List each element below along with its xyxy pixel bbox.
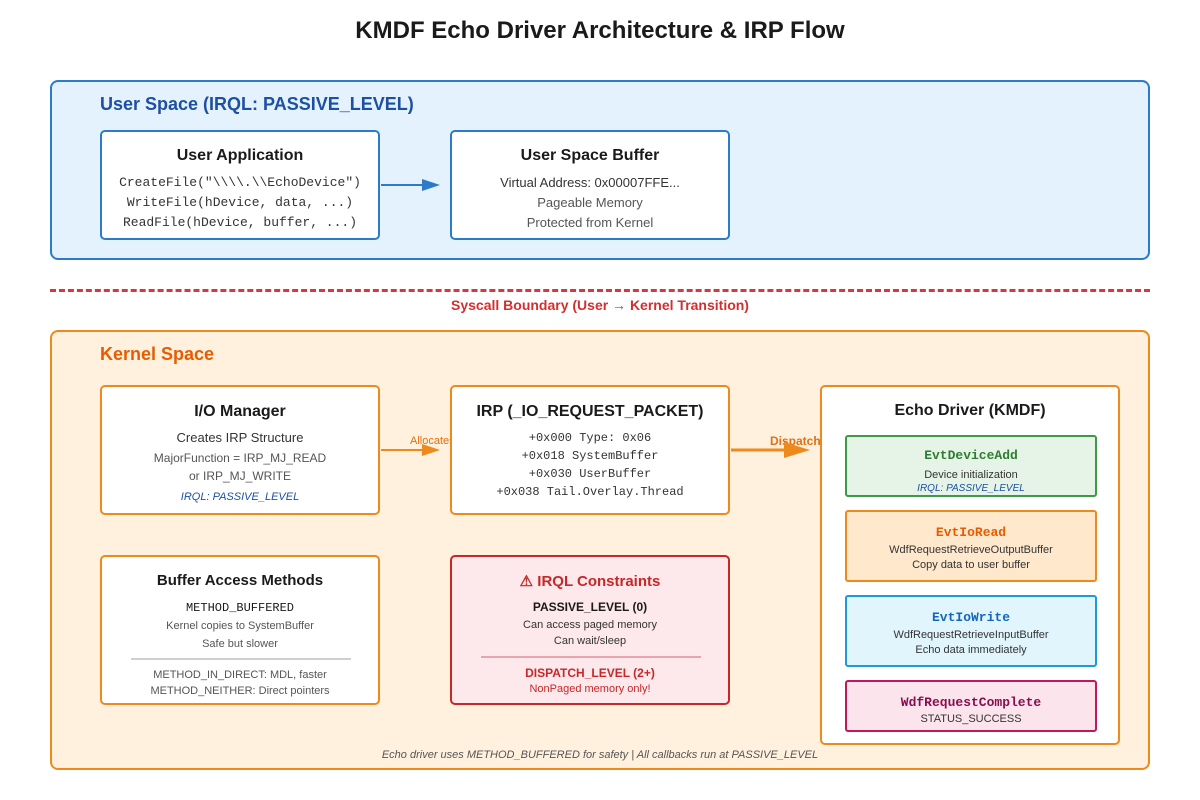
callback-evtioread-line2: Copy data to user buffer <box>912 559 1030 571</box>
allocates-arrow <box>381 444 440 456</box>
user-space-title: User Space (IRQL: PASSIVE_LEVEL) <box>100 94 414 114</box>
page-title: KMDF Echo Driver Architecture & IRP Flow <box>355 17 845 44</box>
callback-evtioread-line1: WdfRequestRetrieveOutputBuffer <box>889 544 1053 556</box>
callback-wdfrequestcomplete: WdfRequestComplete STATUS_SUCCESS <box>845 680 1097 732</box>
footnote: Echo driver uses METHOD_BUFFERED for saf… <box>381 749 819 761</box>
syscall-boundary-label: Syscall Boundary (User → Kernel Transiti… <box>451 297 749 313</box>
method-in-direct: METHOD_IN_DIRECT: MDL, faster <box>153 669 327 681</box>
irql-dispatch-level: DISPATCH_LEVEL (2+) <box>525 666 655 680</box>
callback-evtdeviceadd-line1: Device initialization <box>924 469 1018 481</box>
callback-wdfrequestcomplete-status: STATUS_SUCCESS <box>920 713 1022 725</box>
callback-evtdeviceadd: EvtDeviceAdd Device initialization IRQL:… <box>845 435 1097 497</box>
irp-field-thread: +0x038 Tail.Overlay.Thread <box>496 485 684 499</box>
irp-field-type: +0x000 Type: 0x06 <box>528 431 652 445</box>
user-buffer-box: User Space Buffer Virtual Address: 0x000… <box>450 130 730 240</box>
io-manager-major-function: MajorFunction = IRP_MJ_READ <box>153 451 327 465</box>
echo-driver-title: Echo Driver (KMDF) <box>894 402 1046 419</box>
method-neither: METHOD_NEITHER: Direct pointers <box>150 685 330 697</box>
user-buffer-title: User Space Buffer <box>520 147 660 164</box>
user-application-box: User Application CreateFile("\\\\.\\Echo… <box>100 130 380 240</box>
allocates-label: Allocates <box>410 435 455 447</box>
user-buffer-address: Virtual Address: 0x00007FFE... <box>500 175 680 190</box>
kernel-space-title: Kernel Space <box>100 344 215 364</box>
irp-box: IRP (_IO_REQUEST_PACKET) +0x000 Type: 0x… <box>450 385 730 515</box>
callback-evtioread: EvtIoRead WdfRequestRetrieveOutputBuffer… <box>845 510 1097 582</box>
irql-passive-level: PASSIVE_LEVEL (0) <box>532 600 648 614</box>
buffer-access-methods-title: Buffer Access Methods <box>156 572 324 589</box>
user-buffer-protected: Protected from Kernel <box>526 215 654 230</box>
callback-evtiowrite-line1: WdfRequestRetrieveInputBuffer <box>893 629 1049 641</box>
callback-evtiowrite-name: EvtIoWrite <box>931 610 1010 625</box>
irql-passive-paged: Can access paged memory <box>523 619 657 631</box>
irp-field-systembuffer: +0x018 SystemBuffer <box>521 449 659 463</box>
callback-evtiowrite: EvtIoWrite WdfRequestRetrieveInputBuffer… <box>845 595 1097 667</box>
method-buffered-desc2: Safe but slower <box>202 638 278 650</box>
method-buffered: METHOD_BUFFERED <box>185 601 295 615</box>
io-manager-irql: IRQL: PASSIVE_LEVEL <box>180 491 300 503</box>
io-manager-title: I/O Manager <box>194 403 286 420</box>
callback-evtdeviceadd-line2: IRQL: PASSIVE_LEVEL <box>917 483 1025 494</box>
user-app-line-readfile: ReadFile(hDevice, buffer, ...) <box>122 215 358 230</box>
dispatch-arrow <box>731 442 810 458</box>
io-manager-or-write: or IRP_MJ_WRITE <box>188 469 291 483</box>
io-manager-subtitle: Creates IRP Structure <box>176 430 304 445</box>
user-app-to-buffer-arrow <box>381 179 440 191</box>
irql-constraints-title: ⚠ IRQL Constraints <box>519 573 661 590</box>
irql-passive-wait: Can wait/sleep <box>553 635 627 647</box>
callback-wdfrequestcomplete-name: WdfRequestComplete <box>900 695 1042 710</box>
echo-driver-box: Echo Driver (KMDF) EvtDeviceAdd Device i… <box>820 385 1120 745</box>
irp-field-userbuffer: +0x030 UserBuffer <box>528 467 652 481</box>
user-app-line-writefile: WriteFile(hDevice, data, ...) <box>126 195 354 210</box>
irql-dispatch-nonpaged: NonPaged memory only! <box>529 683 651 695</box>
io-manager-box: I/O Manager Creates IRP Structure MajorF… <box>100 385 380 515</box>
buffer-access-methods-box: Buffer Access Methods METHOD_BUFFERED Ke… <box>100 555 380 705</box>
callback-evtiowrite-line2: Echo data immediately <box>915 644 1027 656</box>
callback-evtioread-name: EvtIoRead <box>935 525 1007 540</box>
buffer-methods-divider <box>131 658 351 660</box>
dispatch-label: Dispatch <box>770 434 821 448</box>
irql-divider <box>481 656 701 658</box>
user-buffer-pageable: Pageable Memory <box>537 195 643 210</box>
user-application-title: User Application <box>176 147 304 164</box>
syscall-boundary-line <box>50 289 1150 292</box>
user-app-line-createfile: CreateFile("\\\\.\\EchoDevice") <box>119 175 361 190</box>
irql-constraints-box: ⚠ IRQL Constraints PASSIVE_LEVEL (0) Can… <box>450 555 730 705</box>
method-buffered-desc1: Kernel copies to SystemBuffer <box>166 620 314 632</box>
callback-evtdeviceadd-name: EvtDeviceAdd <box>924 448 1018 463</box>
irp-title: IRP (_IO_REQUEST_PACKET) <box>476 403 704 420</box>
